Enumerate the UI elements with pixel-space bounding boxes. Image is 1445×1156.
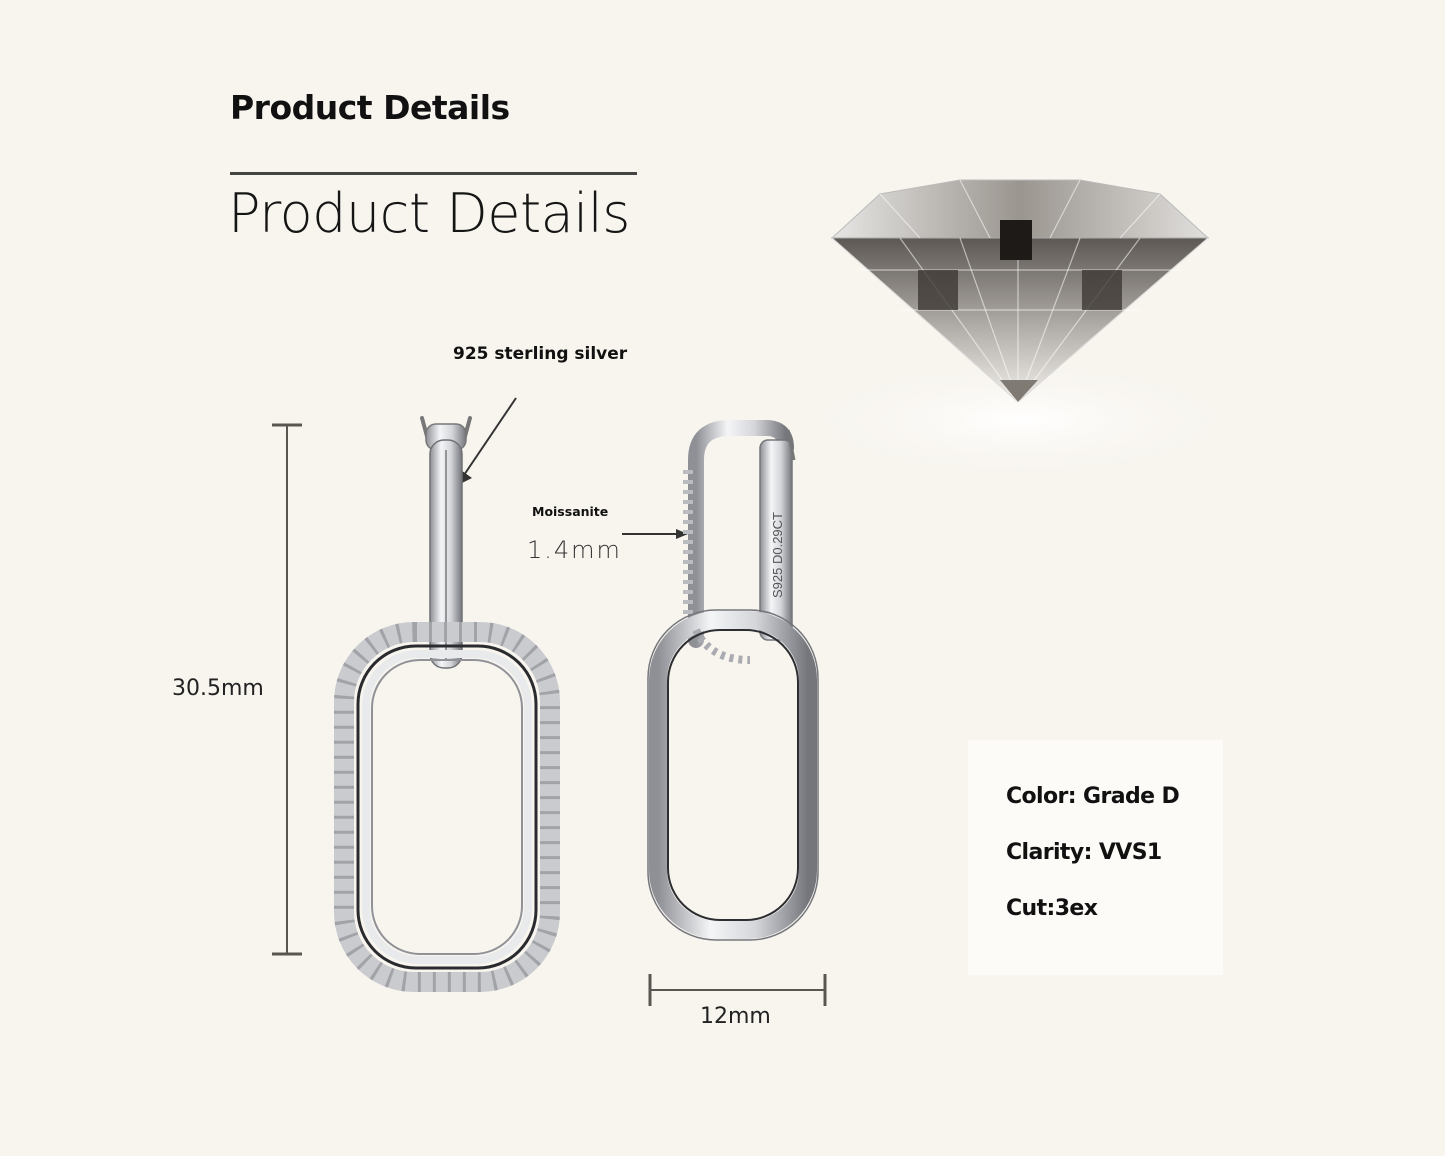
engraving-text: S925 D0.29CT — [770, 512, 785, 598]
specs-card: Color: Grade D Clarity: VVS1 Cut:3ex — [968, 740, 1223, 975]
width-dimension-label: 12mm — [700, 1004, 771, 1029]
spec-color: Color: Grade D — [1006, 784, 1180, 809]
title-divider — [230, 172, 637, 175]
earring-side-image: S925 D0.29CT — [647, 420, 819, 941]
earring-front-image — [334, 416, 560, 992]
stone-callout-label: Moissanite — [532, 504, 609, 519]
material-callout-label: 925 sterling silver — [453, 344, 628, 364]
spec-cut: Cut:3ex — [1006, 896, 1098, 921]
stone-size-label: 1.4mm — [527, 536, 622, 564]
height-dimension-line — [272, 423, 302, 956]
stone-arrow — [622, 529, 688, 539]
spec-clarity: Clarity: VVS1 — [1006, 840, 1162, 865]
height-dimension-label: 30.5mm — [172, 676, 264, 701]
gemstone-image — [790, 179, 1250, 480]
page-title-bold: Product Details — [230, 88, 510, 127]
width-dimension-line — [648, 974, 827, 1006]
page-title-light: Product Details — [228, 182, 630, 245]
